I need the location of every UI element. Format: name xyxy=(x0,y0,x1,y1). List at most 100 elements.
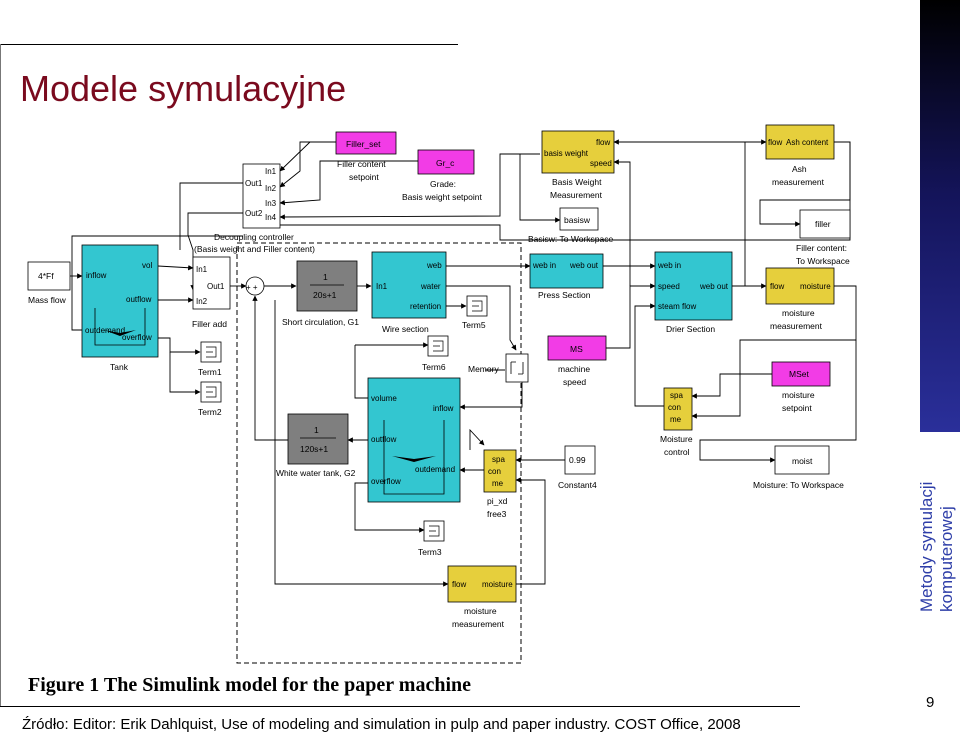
wire-port-in1: In1 xyxy=(376,282,388,291)
mmb-label-2: measurement xyxy=(452,619,505,629)
tank-port-outflow: outflow xyxy=(126,295,152,304)
memory-label: Memory xyxy=(468,364,499,374)
tank-port-overflow: overflow xyxy=(122,333,152,342)
bw-port-basis-weight: basis weight xyxy=(544,149,589,158)
bw-port-speed: speed xyxy=(590,159,612,168)
tank-block: inflow vol outflow outdemand overflow Ta… xyxy=(81,244,159,372)
short-circ-num: 1 xyxy=(323,272,328,282)
wire-section-block: In1 web water retention Wire section xyxy=(371,251,447,334)
wire-port-web: web xyxy=(426,261,442,270)
moist-block: moist Moisture: To Workspace xyxy=(753,445,844,490)
decoupling-port-out2: Out2 xyxy=(245,209,263,218)
ash-label-2: measurement xyxy=(772,177,825,187)
gr-c-label-1: Grade: xyxy=(430,179,456,189)
slide-title: Modele symulacyjne xyxy=(20,68,347,109)
mmr-label-2: measurement xyxy=(770,321,823,331)
filler-add-port-in1: In1 xyxy=(196,265,208,274)
ash-label-1: Ash xyxy=(792,164,807,174)
mmb-port-flow: flow xyxy=(452,580,466,589)
ms-label-1: machine xyxy=(558,364,590,374)
moist-label: Moisture: To Workspace xyxy=(753,480,844,490)
page-number: 9 xyxy=(926,694,935,711)
bw-port-flow: flow xyxy=(596,138,610,147)
mass-flow-value: 4*Ff xyxy=(38,271,54,281)
mset-block: MSet moisture setpoint xyxy=(771,361,831,413)
basisw-label: Basisw: To Workspace xyxy=(528,234,613,244)
pi-label-2: free3 xyxy=(487,509,507,519)
filler-add-port-in2: In2 xyxy=(196,297,208,306)
drier-port-steam-flow: steam flow xyxy=(658,302,696,311)
wire-port-retention: retention xyxy=(410,302,441,311)
filler-value: filler xyxy=(815,219,831,229)
mmr-port-flow: flow xyxy=(770,282,784,291)
ms-value: MS xyxy=(570,344,583,354)
mc-port-me: me xyxy=(670,415,682,424)
ww-num: 1 xyxy=(314,425,319,435)
sum-signs: + + xyxy=(246,283,258,292)
short-circulation-block: 1 20s+1 Short circulation, G1 xyxy=(282,260,359,327)
wwt-port-inflow: inflow xyxy=(433,404,454,413)
term2-label: Term2 xyxy=(198,407,222,417)
press-label: Press Section xyxy=(538,290,591,300)
mmb-label-1: moisture xyxy=(464,606,497,616)
gr-c-label-2: Basis weight setpoint xyxy=(402,192,482,202)
term1-block: Term1 xyxy=(198,341,222,377)
decoupling-port-in2: In2 xyxy=(265,184,277,193)
short-circ-den: 20s+1 xyxy=(313,290,337,300)
short-circ-label: Short circulation, G1 xyxy=(282,317,359,327)
basis-weight-measurement-block: basis weight flow speed Basis Weight Mea… xyxy=(541,130,615,200)
filler-set-label-2: setpoint xyxy=(349,172,379,182)
drier-port-web-in: web in xyxy=(657,261,681,270)
filler-label-1: Filler content: xyxy=(796,243,847,253)
wwt-port-outdemand: outdemand xyxy=(415,465,455,474)
top-rule xyxy=(0,44,458,45)
ash-measurement-block: flow Ash content Ash measurement xyxy=(765,124,835,187)
mmr-port-moisture: moisture xyxy=(800,282,831,291)
mc-label-1: Moisture xyxy=(660,434,693,444)
constant4-label: Constant4 xyxy=(558,480,597,490)
filler-add-block: In1 Out1 In2 Filler add xyxy=(192,256,231,329)
mc-port-spa: spa xyxy=(670,391,683,400)
drier-label: Drier Section xyxy=(666,324,715,334)
gr-c-value: Gr_c xyxy=(436,158,455,168)
memory-block: Memory xyxy=(468,353,529,383)
wwt-port-overflow: overflow xyxy=(371,477,401,486)
bw-label-2: Measurement xyxy=(550,190,603,200)
pi-port-me: me xyxy=(492,479,504,488)
filler-block: filler Filler content: To Workspace xyxy=(796,209,851,266)
decoupling-port-in3: In3 xyxy=(265,199,277,208)
term6-block: Term6 xyxy=(422,335,449,372)
ww-label: White water tank, G2 xyxy=(276,468,356,478)
source-citation: Źródło: Editor: Erik Dahlquist, Use of m… xyxy=(22,716,741,733)
drier-port-web-out: web out xyxy=(699,282,729,291)
pi-port-con: con xyxy=(488,467,501,476)
term3-block: Term3 xyxy=(418,520,445,557)
mass-flow-label: Mass flow xyxy=(28,295,67,305)
gr-c-block: Gr_c Grade: Basis weight setpoint xyxy=(402,149,482,202)
mmb-port-moisture: moisture xyxy=(482,580,513,589)
white-water-gain-block: 1 120s+1 White water tank, G2 xyxy=(276,413,356,478)
decoupling-label-2: (Basis weight and Filler content) xyxy=(194,244,315,254)
filler-label-2: To Workspace xyxy=(796,256,850,266)
mc-port-con: con xyxy=(668,403,681,412)
ww-den: 120s+1 xyxy=(300,444,328,454)
ms-label-2: speed xyxy=(563,377,586,387)
decoupling-port-out1: Out1 xyxy=(245,179,263,188)
filler-set-label-1: Filler content xyxy=(337,159,386,169)
moist-value: moist xyxy=(792,456,813,466)
mset-label-1: moisture xyxy=(782,390,815,400)
signal-lines xyxy=(70,139,857,587)
constant4-value: 0.99 xyxy=(569,455,586,465)
term6-label: Term6 xyxy=(422,362,446,372)
decoupling-port-in1: In1 xyxy=(265,167,277,176)
wire-port-water: water xyxy=(420,282,441,291)
ash-port-ash-content: Ash content xyxy=(786,138,829,147)
white-water-tank-block: volume inflow outflow outdemand overflow xyxy=(367,377,461,503)
moisture-measurement-right-block: flow moisture moisture measurement xyxy=(765,267,835,331)
moisture-measurement-bottom-block: flow moisture moisture measurement xyxy=(447,565,517,629)
bottom-rule xyxy=(0,706,800,707)
sidebar-gradient-bar xyxy=(920,0,960,432)
mmr-label-1: moisture xyxy=(782,308,815,318)
filler-set-block: Filler_set Filler content setpoint xyxy=(335,131,397,182)
pi-xd-block: spa con me pi_xd free3 xyxy=(483,449,517,519)
